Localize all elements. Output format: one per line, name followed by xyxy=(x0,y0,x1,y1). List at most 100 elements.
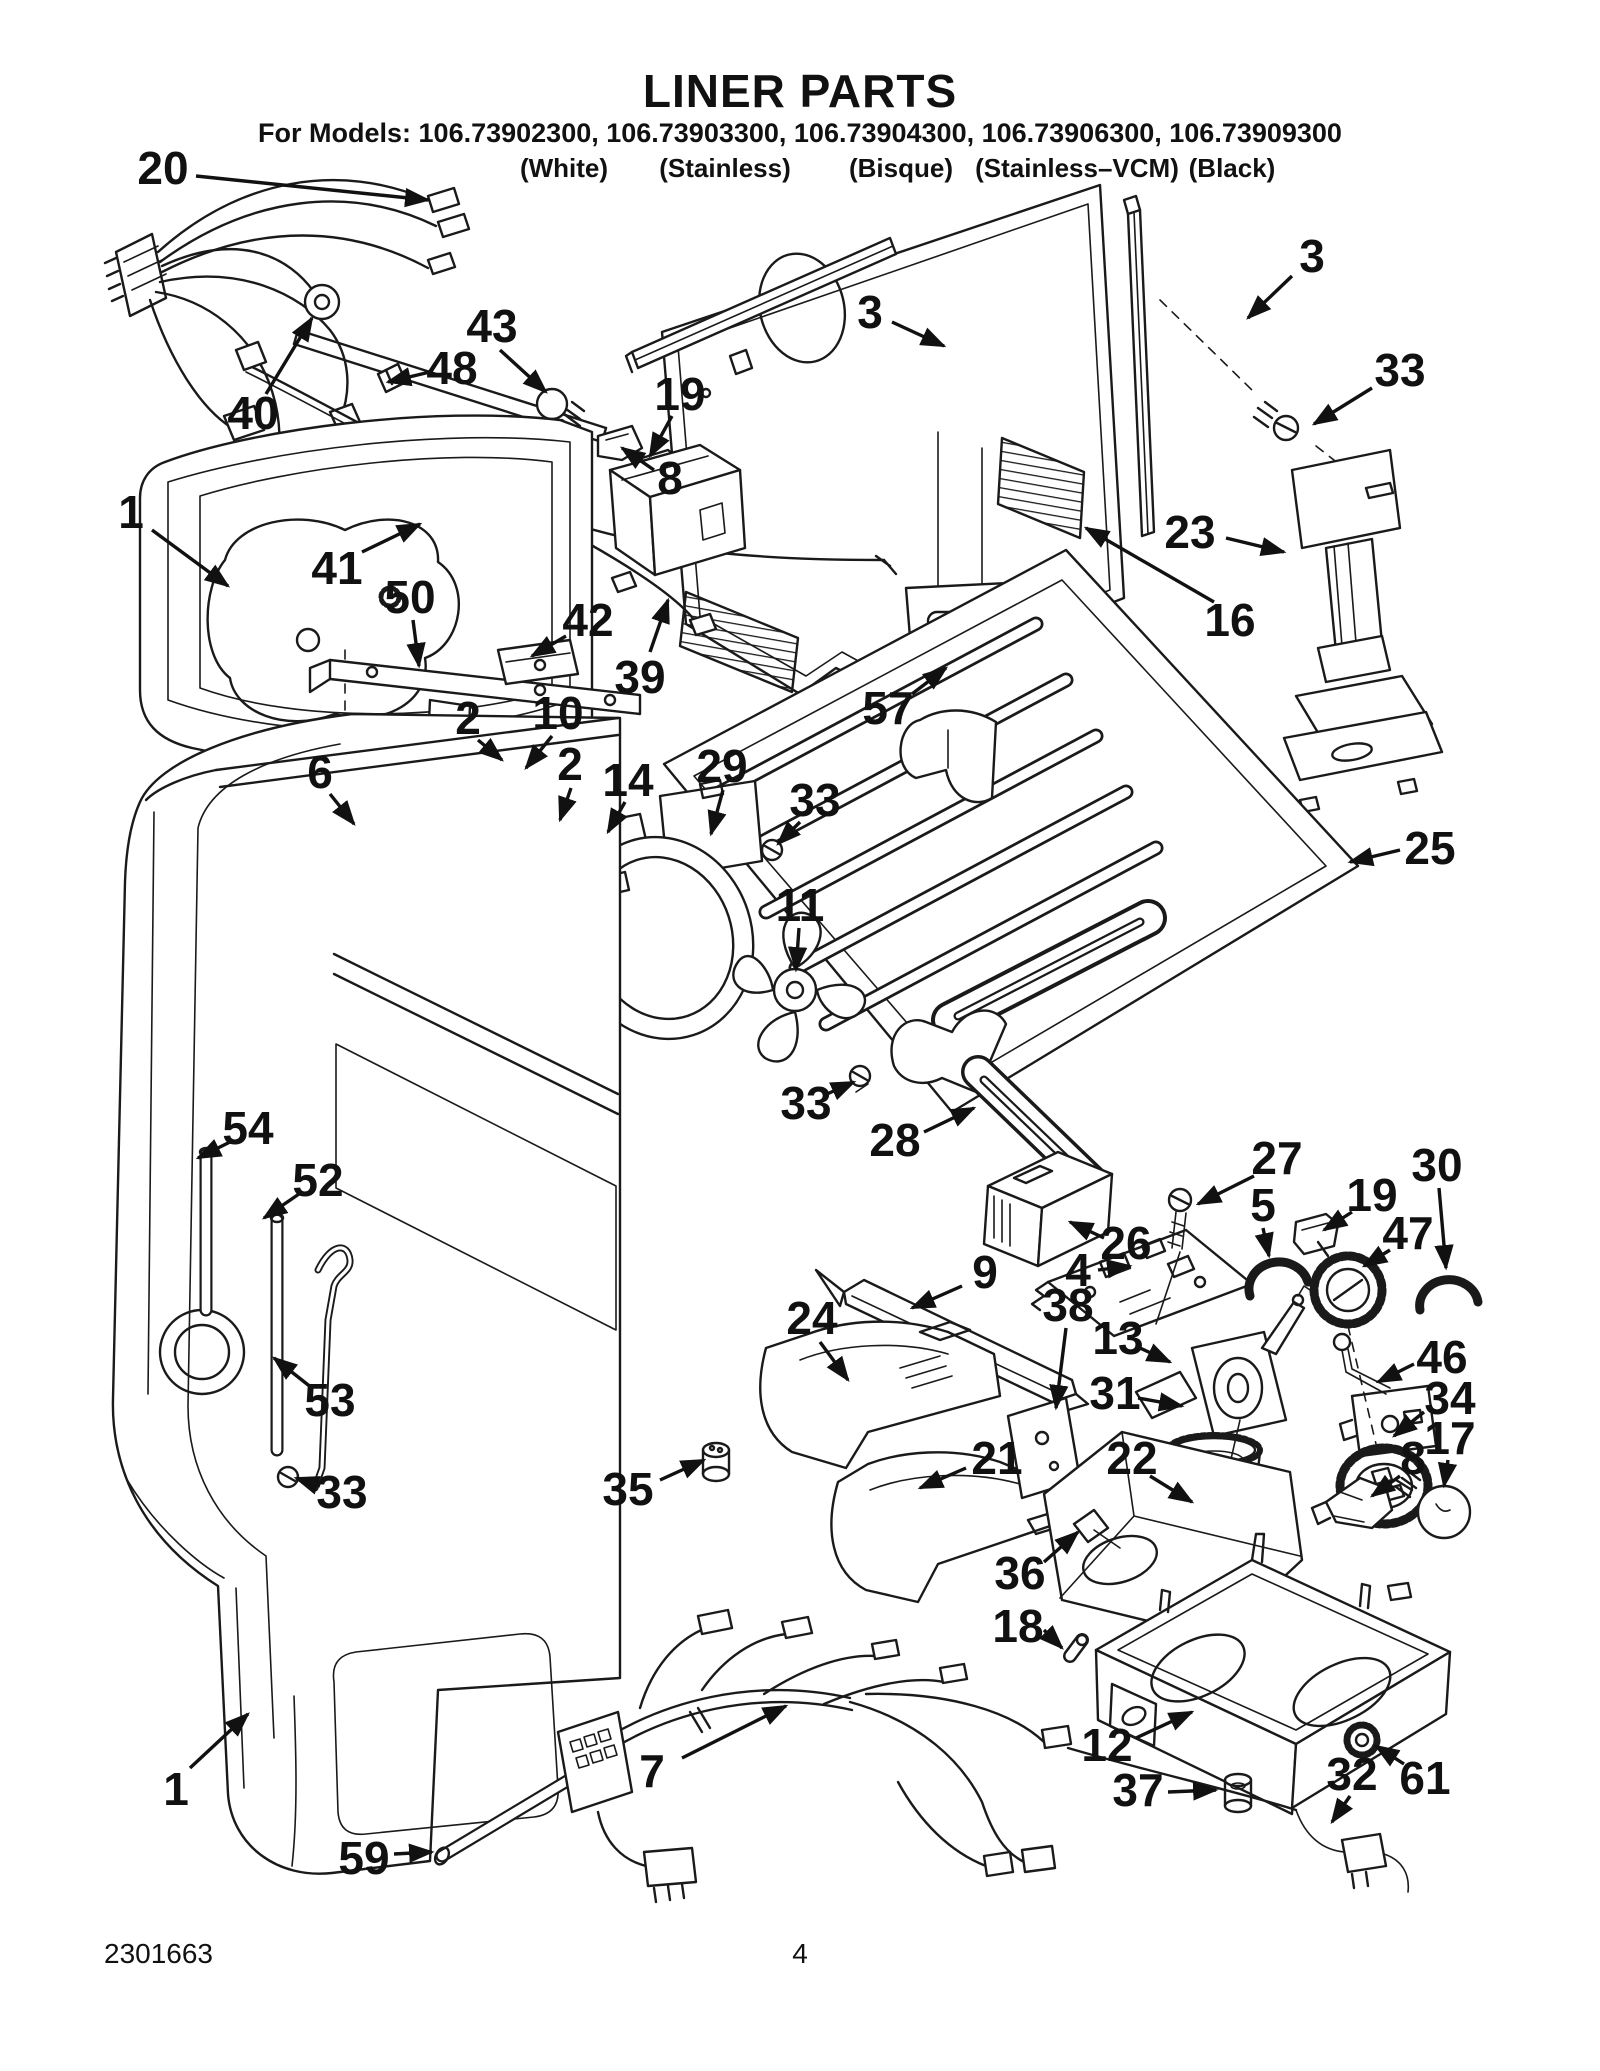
leader-arrow-52 xyxy=(261,1192,300,1220)
leader-arrow-41 xyxy=(361,522,423,554)
leader-arrow-4 xyxy=(1097,1259,1133,1279)
callout-36: 36 xyxy=(994,1547,1045,1599)
callout-34: 34 xyxy=(1424,1372,1476,1424)
leader-arrow-22 xyxy=(1149,1474,1195,1504)
callout-8a: 8 xyxy=(657,452,683,504)
leader-arrow-5 xyxy=(1254,1227,1274,1259)
callout-8b: 8 xyxy=(1400,1432,1426,1484)
leader-arrow-10 xyxy=(524,734,554,770)
leader-arrow-23 xyxy=(1225,536,1287,557)
callout-38: 38 xyxy=(1042,1279,1093,1331)
shelf-tray xyxy=(608,443,747,577)
callout-24: 24 xyxy=(786,1292,838,1344)
leader-arrow-57 xyxy=(910,666,949,696)
leader-arrow-1b xyxy=(188,1712,250,1770)
spacer-18 xyxy=(1063,1633,1089,1663)
callout-31: 31 xyxy=(1089,1367,1140,1419)
callout-11: 11 xyxy=(776,879,825,931)
leader-arrow-30 xyxy=(1434,1187,1454,1271)
leader-arrow-3a xyxy=(891,320,947,348)
callout-59: 59 xyxy=(338,1832,389,1884)
leader-arrow-17 xyxy=(1437,1459,1458,1489)
callout-39: 39 xyxy=(614,651,665,703)
light-bulb-17 xyxy=(1394,1469,1472,1540)
leader-arrow-19b xyxy=(1321,1209,1353,1232)
color-label: (Stainless–VCM) xyxy=(975,153,1179,183)
jumper-connector-32 xyxy=(1295,1809,1410,1893)
callout-1a: 1 xyxy=(118,486,144,538)
leader-arrow-16 xyxy=(1083,526,1215,604)
leader-arrow-9 xyxy=(909,1284,963,1310)
callout-19b: 19 xyxy=(1346,1169,1397,1221)
leader-arrow-7 xyxy=(681,1704,789,1760)
callout-10: 10 xyxy=(532,687,583,739)
callout-61: 61 xyxy=(1399,1752,1450,1804)
evaporator-cover xyxy=(982,1150,1114,1268)
leader-arrow-37 xyxy=(1167,1781,1219,1801)
leader-arrow-1a xyxy=(150,528,231,588)
callout-40: 40 xyxy=(227,387,278,439)
retainer-ring-30 xyxy=(1415,1275,1483,1315)
callout-21: 21 xyxy=(971,1432,1022,1484)
callout-43: 43 xyxy=(466,300,517,352)
leader-arrow-54 xyxy=(195,1139,231,1160)
leader-arrow-53 xyxy=(271,1356,314,1390)
light-bulb-icon xyxy=(535,387,569,421)
damper-cam-13 xyxy=(1134,1285,1311,1438)
leader-arrow-2b xyxy=(558,787,577,823)
callout-37: 37 xyxy=(1112,1764,1163,1816)
leader-arrow-40 xyxy=(264,315,314,395)
color-label: (Black) xyxy=(1188,153,1276,183)
defrost-drain-pan xyxy=(662,548,1360,1114)
callout-47: 47 xyxy=(1382,1207,1433,1259)
callout-35: 35 xyxy=(602,1463,653,1515)
callout-2a: 2 xyxy=(455,692,481,744)
color-label: (Bisque) xyxy=(849,153,953,183)
leader-arrow-28 xyxy=(923,1106,977,1134)
callout-9: 9 xyxy=(972,1246,998,1298)
timer-gear-47 xyxy=(1309,1251,1387,1329)
grommet-61 xyxy=(1343,1721,1381,1759)
callout-20: 20 xyxy=(137,142,188,194)
leader-arrow-6 xyxy=(328,792,356,826)
callout-3b: 3 xyxy=(1299,230,1325,282)
leader-arrow-18 xyxy=(1038,1624,1064,1650)
leader-arrow-19a xyxy=(648,415,674,459)
leader-arrow-33a xyxy=(1311,386,1373,426)
callout-7: 7 xyxy=(639,1745,665,1797)
leader-arrow-36 xyxy=(1042,1530,1080,1564)
leader-arrow-13 xyxy=(1139,1343,1173,1364)
air-damper-tower xyxy=(1159,299,1444,814)
callout-14: 14 xyxy=(602,754,654,806)
cap-37 xyxy=(1223,1772,1253,1814)
leader-arrow-8b xyxy=(1369,1474,1401,1498)
foam-duct-24 xyxy=(759,1320,1002,1470)
leader-arrow-3b xyxy=(1246,274,1294,320)
leader-arrow-2a xyxy=(476,737,504,762)
page-title: LINER PARTS xyxy=(642,65,958,117)
callout-26: 26 xyxy=(1100,1217,1151,1269)
models-line: For Models: 106.73902300, 106.73903300, … xyxy=(258,118,1342,148)
callout-25: 25 xyxy=(1404,822,1455,874)
clip-36 xyxy=(1072,1508,1110,1544)
leader-arrow-21 xyxy=(917,1466,967,1490)
leader-arrow-14 xyxy=(606,801,628,835)
callout-4: 4 xyxy=(1065,1244,1091,1296)
callout-29: 29 xyxy=(696,740,747,792)
callout-22: 22 xyxy=(1106,1432,1157,1484)
leader-arrow-25 xyxy=(1347,847,1401,867)
callout-18: 18 xyxy=(992,1600,1043,1652)
callout-2b: 2 xyxy=(557,738,583,790)
leader-arrow-33b xyxy=(776,820,802,846)
callout-23: 23 xyxy=(1164,506,1215,558)
leader-arrow-33d xyxy=(293,1476,321,1495)
leader-arrow-59 xyxy=(393,1843,435,1863)
callout-27: 27 xyxy=(1251,1132,1302,1184)
callout-48: 48 xyxy=(426,342,477,394)
callout-30: 30 xyxy=(1411,1139,1462,1191)
color-label: (Stainless) xyxy=(659,153,791,183)
leader-arrow-43 xyxy=(498,348,548,394)
